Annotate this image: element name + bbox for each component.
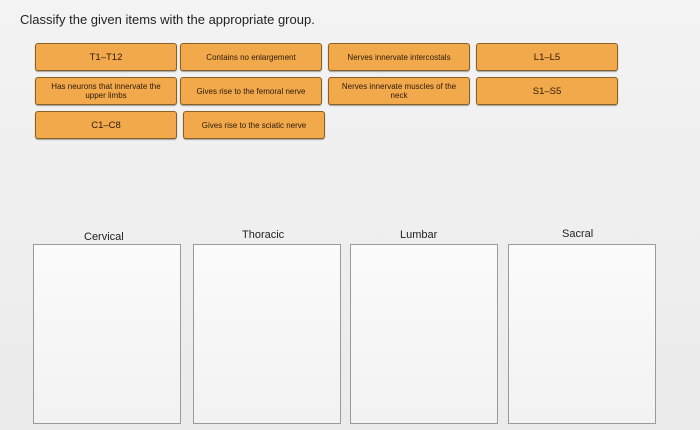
- item-tile-muscles-of-neck[interactable]: Nerves innervate muscles of the neck: [328, 77, 470, 105]
- item-tile-t1-t12[interactable]: T1–T12: [35, 43, 177, 71]
- item-tile-femoral-nerve[interactable]: Gives rise to the femoral nerve: [180, 77, 322, 105]
- category-label-sacral: Sacral: [562, 228, 594, 240]
- category-label-thoracic: Thoracic: [242, 229, 285, 241]
- drop-zone-thoracic[interactable]: [193, 244, 341, 424]
- drop-zone-sacral[interactable]: [508, 244, 656, 424]
- item-tile-contains-no-enlargement[interactable]: Contains no enlargement: [180, 43, 322, 71]
- instruction-text: Classify the given items with the approp…: [20, 12, 315, 27]
- item-tile-s1-s5[interactable]: S1–S5: [476, 77, 618, 105]
- item-tile-l1-l5[interactable]: L1–L5: [476, 43, 618, 71]
- drop-zone-cervical[interactable]: [33, 244, 181, 424]
- category-label-lumbar: Lumbar: [400, 229, 438, 241]
- item-tile-upper-limbs[interactable]: Has neurons that innervate the upper lim…: [35, 77, 177, 105]
- item-tile-c1-c8[interactable]: C1–C8: [35, 111, 177, 139]
- category-label-cervical: Cervical: [84, 231, 124, 243]
- item-tile-sciatic-nerve[interactable]: Gives rise to the sciatic nerve: [183, 111, 325, 139]
- item-tile-nerves-innervate-intercostals[interactable]: Nerves innervate intercostals: [328, 43, 470, 71]
- drop-zone-lumbar[interactable]: [350, 244, 498, 424]
